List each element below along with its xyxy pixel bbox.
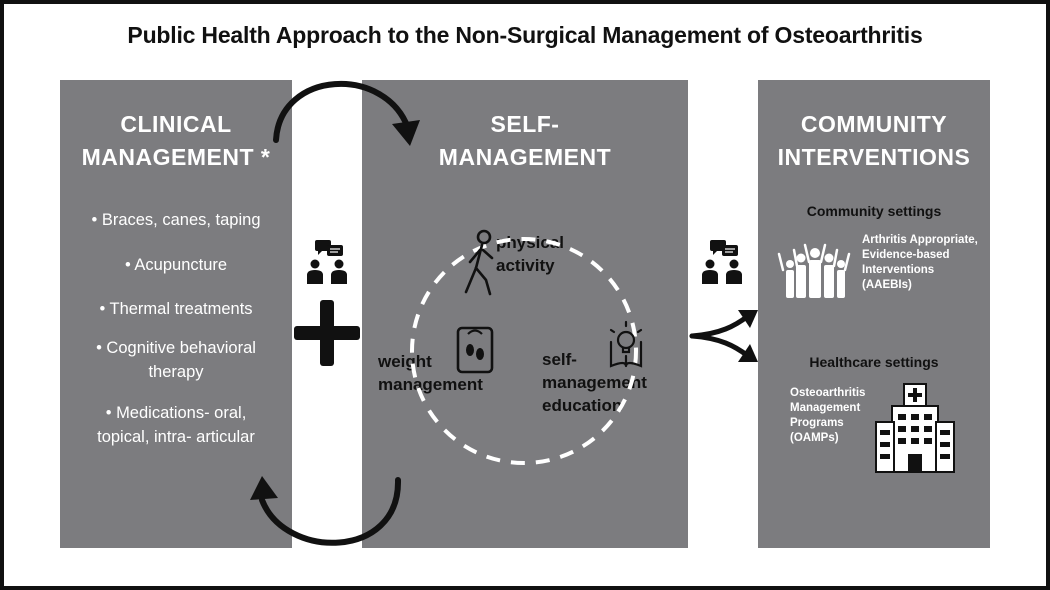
- clinical-item: • Acupuncture: [124, 256, 228, 274]
- community-settings-heading: Community settings: [806, 203, 942, 219]
- self-management-education-label: self- management education: [542, 350, 647, 415]
- clinical-item: • Medications- oral, topical, intra- art…: [97, 404, 255, 446]
- branch-arrow-icon: [689, 310, 758, 362]
- consultation-icon: [702, 240, 742, 284]
- physical-activity-label: physical activity: [496, 233, 565, 275]
- clinical-item: • Cognitive behavioral therapy: [96, 339, 256, 381]
- walking-person-icon: [464, 229, 494, 296]
- healthcare-settings-heading: Healthcare settings: [809, 354, 939, 370]
- cycle-arrow-icon: [250, 476, 402, 546]
- weight-management-label: weight management: [378, 352, 483, 394]
- clinical-heading: CLINICAL MANAGEMENT *: [81, 111, 271, 170]
- page-title: Public Health Approach to the Non-Surgic…: [127, 22, 923, 48]
- consultation-icon: [307, 240, 347, 284]
- group-people-icon: [777, 243, 851, 298]
- scale-icon: [456, 326, 494, 374]
- clinical-item: • Braces, canes, taping: [91, 211, 261, 229]
- clinical-item: • Thermal treatments: [99, 300, 253, 318]
- self-management-heading: SELF- MANAGEMENT: [438, 111, 612, 170]
- aaebis-text: Arthritis Appropriate, Evidence-based In…: [862, 234, 978, 291]
- book-lightbulb-icon: [609, 320, 643, 368]
- community-heading: COMMUNITY INTERVENTIONS: [777, 111, 971, 170]
- plus-icon: [294, 300, 360, 366]
- oamps-text: Osteoarthritis Management Programs (OAMP…: [790, 387, 866, 444]
- clinical-management-panel: [60, 80, 292, 548]
- hospital-icon: [875, 383, 955, 473]
- self-management-cycle: [410, 237, 638, 465]
- cycle-arrow-icon: [273, 81, 420, 146]
